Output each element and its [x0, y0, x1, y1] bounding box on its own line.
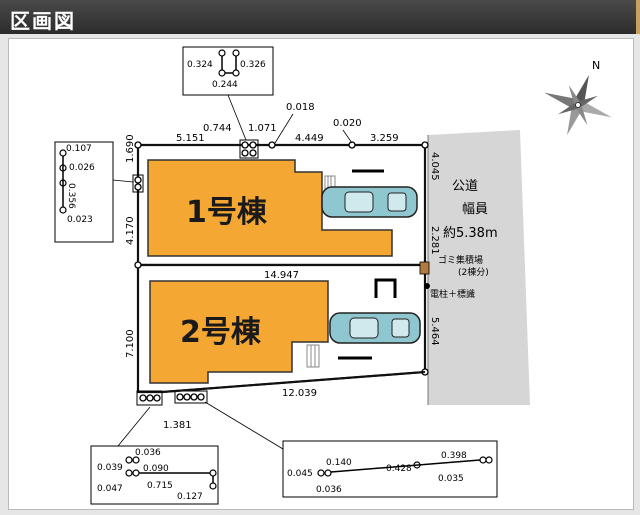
header-bar: 区画図: [0, 0, 640, 34]
road-width-value: 約5.38m: [443, 226, 498, 241]
dim-bottom-a: 12.039: [282, 388, 317, 399]
dim-top-d: 0.018: [286, 102, 315, 113]
marker-box-top: [239, 139, 259, 159]
inset-top-c: 0.244: [212, 80, 238, 90]
dim-top-a: 5.151: [176, 133, 205, 144]
dim-right-c: 5.464: [429, 317, 440, 346]
dim-top-b: 0.744: [203, 123, 232, 134]
lot-2-south-line: [161, 371, 426, 393]
utility-pole-label: 電柱＋標識: [430, 288, 475, 300]
dim-mid: 14.947: [264, 270, 299, 281]
car-2: [329, 312, 421, 344]
dim-right-b: 2.281: [429, 226, 440, 255]
parking-mark-gate: [374, 278, 397, 298]
inset-bl-f: 0.127: [177, 492, 203, 502]
inset-left-c: 0.356: [66, 183, 76, 209]
building-2-label: 2号棟: [180, 315, 262, 350]
road-width-label: 幅員: [462, 202, 488, 217]
inset-br-d: 0.428: [386, 464, 412, 474]
inset-top-b: 0.326: [240, 60, 266, 70]
garbage-station-sublabel: (2棟分): [458, 266, 489, 278]
dim-top-g: 3.259: [370, 133, 399, 144]
inset-bl-d: 0.047: [97, 484, 123, 494]
inset-bl-a: 0.036: [135, 448, 161, 458]
garbage-station-marker: [419, 261, 430, 275]
building-1-footprint: [147, 159, 393, 257]
road-area: [428, 130, 530, 405]
dim-top-f: 0.020: [333, 118, 362, 129]
compass-north-label: N: [592, 59, 600, 72]
header-accent: [636, 0, 640, 34]
inset-br-a: 0.140: [326, 458, 352, 468]
marker-box-left: [132, 174, 144, 193]
road-type-label: 公道: [452, 179, 478, 194]
inset-br-b: 0.398: [441, 451, 467, 461]
inset-left-d: 0.023: [67, 215, 93, 225]
marker-box-bottom-right: [174, 390, 208, 404]
inset-top-a: 0.324: [187, 60, 213, 70]
inset-bottom-left: 0.036 0.039 0.090 0.047 0.715 0.127: [90, 406, 219, 505]
inset-bl-b: 0.039: [97, 463, 123, 473]
leader-top-f: [342, 129, 353, 144]
inset-br-e: 0.036: [316, 485, 342, 495]
inset-left-b: 0.026: [69, 163, 95, 173]
building-1-label: 1号棟: [186, 195, 268, 230]
dim-top-c: 1.071: [248, 123, 277, 134]
inset-bl-e: 0.715: [147, 481, 173, 491]
dim-right-a: 4.045: [429, 152, 440, 181]
utility-pole-marker: [424, 283, 430, 289]
boundary-markers: [134, 141, 429, 402]
inset-left: 0.107 0.026 0.356 0.023: [54, 141, 134, 243]
dim-left-a: 1.690: [125, 134, 136, 163]
dim-top-e: 4.449: [295, 133, 324, 144]
garbage-station-label: ゴミ集積場: [438, 254, 483, 266]
dim-bottom-b: 1.381: [163, 420, 192, 431]
inset-top: 0.324 0.326 0.244: [182, 46, 274, 141]
inset-left-a: 0.107: [66, 144, 92, 154]
entrance-steps-2: [306, 344, 320, 368]
page-title: 区画図: [10, 9, 76, 33]
inset-bl-c: 0.090: [143, 464, 169, 474]
compass-rose: N: [544, 59, 612, 136]
inset-bottom-right: 0.140 0.398 0.045 0.428 0.036 0.035: [204, 401, 498, 498]
inset-br-c: 0.045: [287, 469, 313, 479]
dim-left-b: 4.170: [125, 216, 136, 245]
building-2-footprint: [149, 280, 329, 384]
inset-br-f: 0.035: [438, 474, 464, 484]
dim-left-c: 7.100: [125, 329, 136, 358]
leader-top-d: [274, 113, 294, 144]
car-1: [321, 186, 418, 218]
marker-box-bottom-left: [136, 390, 163, 406]
